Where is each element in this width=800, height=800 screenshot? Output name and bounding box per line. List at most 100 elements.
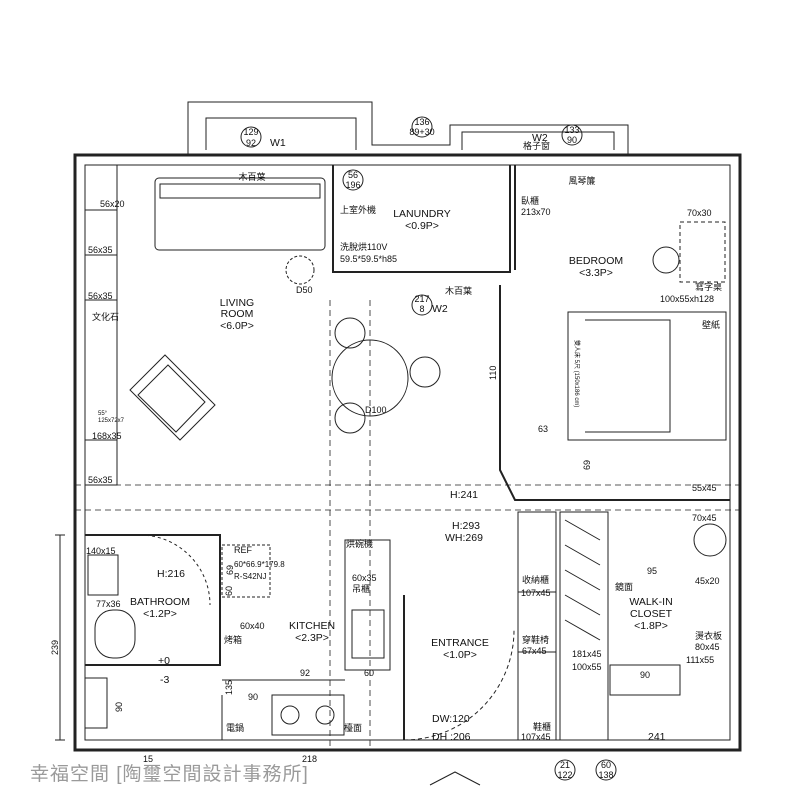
fridge-dim: 60*66.9*179.8 bbox=[234, 560, 285, 569]
dim-56x35b: 56x35 bbox=[88, 291, 113, 301]
wallpaper: 壁紙 bbox=[702, 319, 720, 330]
wh269: WH:269 bbox=[445, 532, 483, 544]
outer-wall bbox=[73, 153, 742, 752]
mid-dim-bottom: 89+30 bbox=[409, 127, 434, 137]
stone: 文化石 bbox=[92, 311, 119, 322]
bathroom-name: BATHROOM bbox=[130, 596, 190, 608]
ironing: 燙衣板 bbox=[695, 630, 722, 641]
mirror: 鏡面 bbox=[615, 581, 633, 592]
kitchen-name: KITCHEN bbox=[289, 620, 335, 632]
dim-60x40: 60x40 bbox=[240, 621, 265, 631]
closet-name: WALK-IN bbox=[629, 596, 672, 608]
dim-107x45a: 107x45 bbox=[521, 588, 551, 598]
dim-60b: 60 bbox=[224, 586, 234, 596]
dim-135: 135 bbox=[224, 680, 234, 695]
blinds1: 木百葉 bbox=[238, 171, 265, 182]
kitchen-area: <2.3P> bbox=[295, 632, 329, 644]
dim-241: 241 bbox=[648, 731, 666, 743]
armchair bbox=[129, 354, 216, 441]
dim-69: 69 bbox=[582, 460, 592, 470]
counter bbox=[344, 539, 391, 671]
bedroom-wall bbox=[499, 165, 730, 501]
chair-note2: 125x72x7 bbox=[98, 418, 125, 424]
bottom-left-dim-bottom: 122 bbox=[557, 770, 572, 780]
w2-mid-label: W2 bbox=[432, 303, 448, 315]
blinds3: 格子窗 bbox=[523, 140, 550, 151]
bed-cabinet: 臥櫃 bbox=[521, 195, 539, 206]
dh: DH :206 bbox=[432, 731, 471, 743]
laundry-name: LANUNDRY bbox=[393, 208, 451, 220]
h293: H:293 bbox=[452, 520, 480, 532]
dining-table bbox=[331, 339, 409, 417]
mid-dim-top: 136 bbox=[414, 117, 429, 127]
oven: 烘碗機 bbox=[346, 538, 373, 549]
inner-wall-line bbox=[84, 164, 731, 741]
dim-92: 92 bbox=[300, 668, 310, 678]
laundry-win-dim-bottom: 196 bbox=[345, 180, 360, 190]
bedroom-area: <3.3P> bbox=[579, 267, 613, 279]
chair-note: 55° bbox=[98, 411, 108, 417]
toilet bbox=[94, 609, 136, 659]
dim-63: 63 bbox=[538, 424, 548, 434]
storage: 收納櫃 bbox=[522, 574, 549, 585]
bathroom-wall bbox=[85, 534, 221, 666]
shoe2: 鞋櫃 bbox=[533, 721, 551, 732]
living-area: <6.0P> bbox=[220, 320, 254, 332]
bottom-right-dim-top: 60 bbox=[601, 760, 611, 770]
h216: H:216 bbox=[157, 568, 185, 580]
dim-45x20: 45x20 bbox=[695, 576, 720, 586]
dim-90c: 90 bbox=[248, 692, 258, 702]
dim-80x45: 80x45 bbox=[695, 642, 720, 652]
dim-140x15: 140x15 bbox=[86, 546, 116, 556]
closet-rack bbox=[559, 511, 609, 741]
entrance-name: ENTRANCE bbox=[431, 637, 489, 649]
oven-dim: 60x35 bbox=[352, 573, 377, 583]
d50: D50 bbox=[296, 285, 313, 295]
dim-107x45b: 107x45 bbox=[521, 732, 551, 742]
grid-lines bbox=[75, 300, 740, 750]
dim-70x30: 70x30 bbox=[687, 208, 712, 218]
counter2-label: 烤箱 bbox=[224, 634, 242, 645]
dim-110: 110 bbox=[488, 366, 498, 380]
dim-60a: 60 bbox=[364, 668, 374, 678]
bed-label: 雙人床 5尺 (150x186 cm) bbox=[573, 340, 581, 407]
w1-label: W1 bbox=[270, 137, 286, 149]
watermark: 幸福空間 [陶璽空間設計事務所] bbox=[30, 763, 309, 785]
dim-55x45: 55x45 bbox=[692, 483, 717, 493]
bathroom-area: <1.2P> bbox=[143, 608, 177, 620]
chair-2 bbox=[409, 356, 441, 388]
h241: H:241 bbox=[450, 489, 478, 501]
closet-name2: CLOSET bbox=[630, 608, 673, 620]
chair-1 bbox=[334, 317, 366, 349]
washer-dim: 59.5*59.5*h85 bbox=[340, 254, 397, 264]
plus0: +0 bbox=[158, 655, 170, 667]
d100: D100 bbox=[365, 405, 387, 415]
desk: 寫字桌 bbox=[695, 281, 722, 292]
dim-95: 95 bbox=[647, 566, 657, 576]
fridge-model: R-S42NJ bbox=[234, 572, 266, 581]
w1-dim-top: 129 bbox=[243, 127, 258, 137]
dim-67x45: 67x45 bbox=[522, 646, 547, 656]
sofa bbox=[154, 177, 326, 251]
washer: 洗脫烘110V bbox=[340, 241, 387, 252]
bottom-left-dim-top: 21 bbox=[560, 760, 570, 770]
dim-90a: 90 bbox=[640, 670, 650, 680]
bay-inner bbox=[205, 117, 615, 150]
oven-sub: 吊櫃 bbox=[352, 583, 370, 594]
dim-181x45: 181x45 bbox=[572, 649, 602, 659]
laundry-wall bbox=[332, 165, 511, 273]
dim-111x55: 111x55 bbox=[686, 655, 714, 665]
shoe-cabinet bbox=[517, 511, 557, 741]
minus3: -3 bbox=[160, 674, 169, 686]
bed bbox=[567, 311, 727, 441]
dim-56x20: 56x20 bbox=[100, 199, 125, 209]
entrance-arrow bbox=[429, 771, 481, 786]
bedroom-name: BEDROOM bbox=[569, 255, 623, 267]
dim-70x45: 70x45 bbox=[692, 513, 717, 523]
living-name2: ROOM bbox=[221, 308, 254, 320]
dim-15: 15 bbox=[143, 754, 153, 764]
dim-56x35a: 56x35 bbox=[88, 245, 113, 255]
living-name: LIVING bbox=[220, 297, 254, 309]
shoe1: 穿鞋椅 bbox=[522, 634, 549, 645]
blinds2: 木百葉 bbox=[445, 285, 472, 296]
